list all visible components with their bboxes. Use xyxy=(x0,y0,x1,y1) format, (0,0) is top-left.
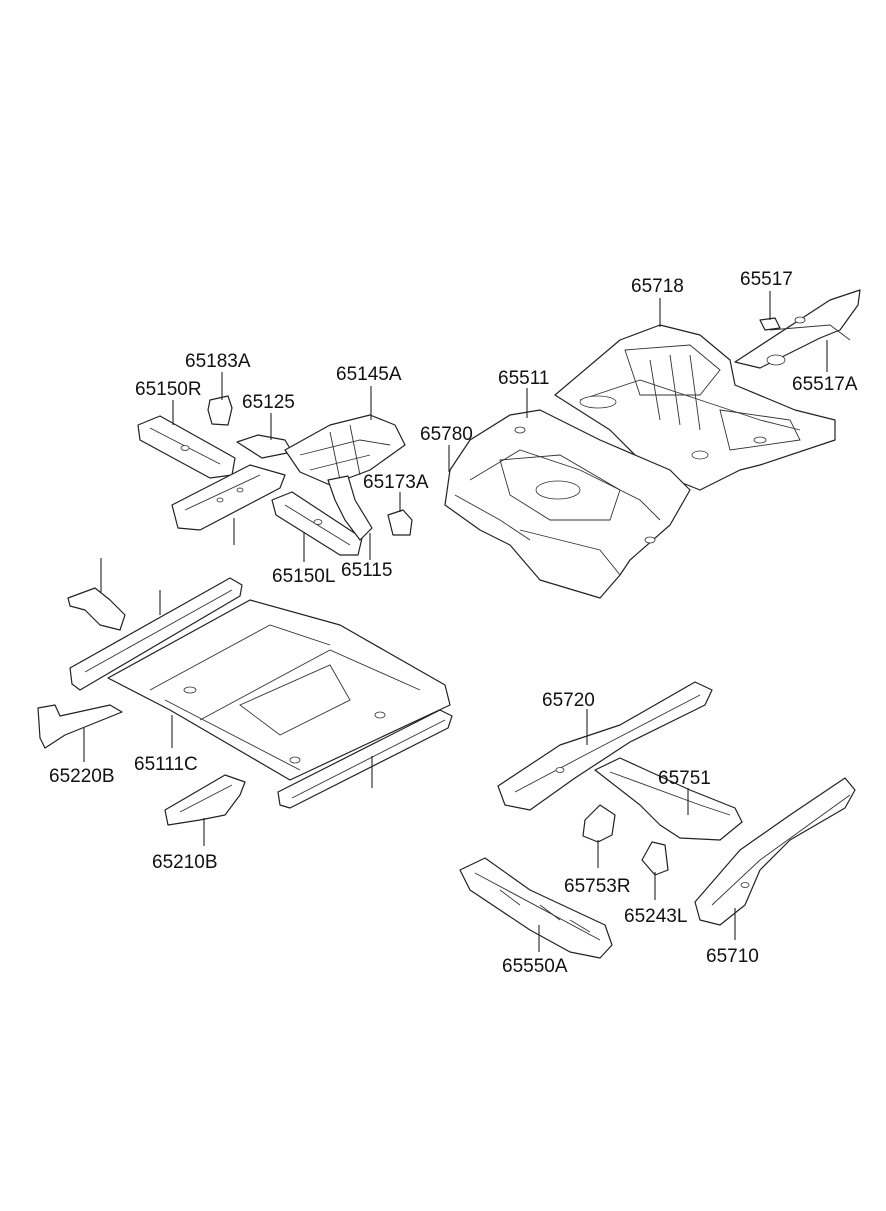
part-front-crossmember[interactable] xyxy=(171,464,286,531)
part-65145A-panel[interactable] xyxy=(284,414,406,486)
part-side-sill[interactable] xyxy=(69,577,243,691)
part-65753R-bracket[interactable] xyxy=(582,804,616,843)
label-65718: 65718 xyxy=(631,276,684,297)
label-65243L: 65243L xyxy=(624,906,687,927)
part-65183A-bracket[interactable] xyxy=(207,395,233,426)
part-65710-side-member[interactable] xyxy=(694,777,856,926)
part-65150R-member[interactable] xyxy=(137,415,236,479)
part-65111C-front-floor[interactable] xyxy=(107,599,451,781)
label-65511: 65511 xyxy=(498,368,549,389)
label-65210B: 65210B xyxy=(152,852,218,873)
part-65220B-member[interactable] xyxy=(37,704,123,749)
label-65150R: 65150R xyxy=(135,379,202,400)
label-65710: 65710 xyxy=(706,946,759,967)
part-65115-bracket[interactable] xyxy=(327,475,373,541)
part-lower-side-sill[interactable] xyxy=(277,709,453,809)
label-65150L: 65150L xyxy=(272,566,335,587)
label-65720: 65720 xyxy=(542,690,595,711)
part-65517A-crossmember[interactable] xyxy=(734,289,861,369)
part-65550A-rear-panel[interactable] xyxy=(459,857,613,959)
label-65111C: 65111C xyxy=(134,754,198,775)
part-65150L-member[interactable] xyxy=(271,491,363,556)
part-65173A-block[interactable] xyxy=(387,509,413,536)
label-65125: 65125 xyxy=(242,392,295,413)
part-65751-crossmember[interactable] xyxy=(594,757,743,841)
part-65243L-bracket[interactable] xyxy=(641,841,669,876)
part-65210B-member[interactable] xyxy=(164,774,246,826)
label-65220B: 65220B xyxy=(49,766,115,787)
label-65751: 65751 xyxy=(658,768,711,789)
part-number-labels: 65718 65517 65517A 65511 65780 65183A 65… xyxy=(49,269,858,977)
part-seat-bracket[interactable] xyxy=(67,587,126,631)
label-65115: 65115 xyxy=(341,560,392,581)
part-65511-floor-assembly[interactable] xyxy=(444,409,691,599)
leader-lines xyxy=(83,291,828,952)
label-65517A: 65517A xyxy=(792,374,858,395)
label-65780: 65780 xyxy=(420,424,473,445)
label-65753R: 65753R xyxy=(564,876,631,897)
label-65550A: 65550A xyxy=(502,956,568,977)
label-65145A: 65145A xyxy=(336,364,402,385)
label-65173A: 65173A xyxy=(363,472,429,493)
part-65718-rear-floor[interactable] xyxy=(554,324,836,491)
label-65183A: 65183A xyxy=(185,351,251,372)
part-65125-plate[interactable] xyxy=(236,434,293,459)
label-65517: 65517 xyxy=(740,269,793,290)
part-65720-side-member[interactable] xyxy=(497,681,713,811)
